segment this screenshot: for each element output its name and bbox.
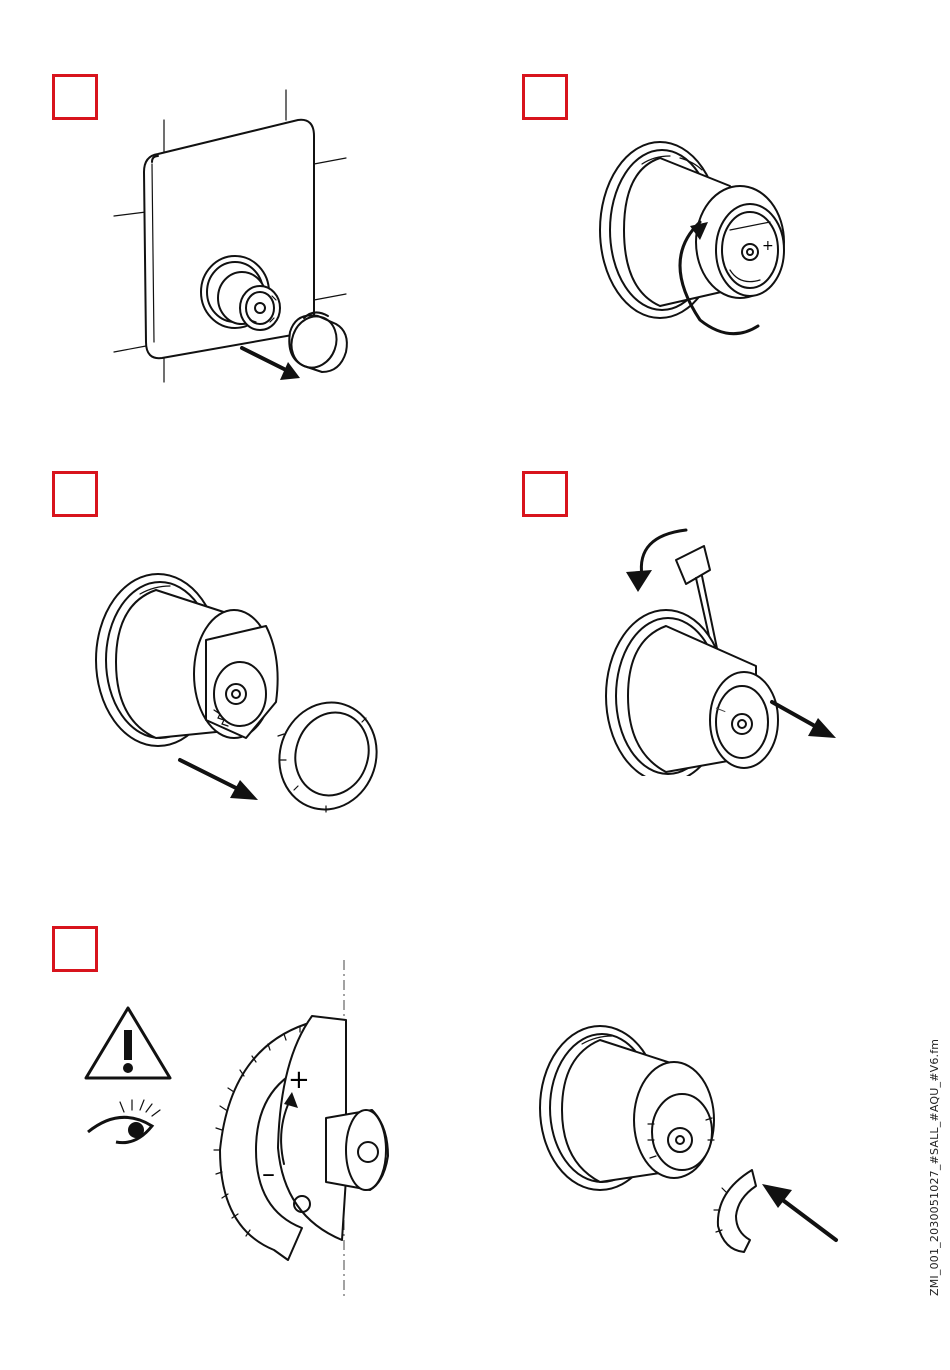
eye-icon [88, 1100, 160, 1143]
step-3-illustration [86, 570, 386, 820]
screwdriver-diagram [596, 516, 846, 776]
step-5-illustration: + – [80, 960, 400, 1300]
plus-mark: + [762, 238, 774, 254]
stop-ring-detail-diagram: + – [80, 960, 400, 1300]
remove-ring-diagram [86, 570, 386, 820]
cover-plate-diagram [100, 80, 370, 400]
document-reference: ZMI_001_2030051027_#SALL_#AQU_#V6.fm [928, 1039, 941, 1296]
step-4-illustration [596, 516, 846, 776]
step-6-illustration [530, 1020, 850, 1260]
step-1-illustration [100, 80, 370, 400]
step-1-marker [52, 74, 98, 120]
dial-minus-mark: – [262, 1159, 275, 1189]
dial-plus-mark: + [288, 1065, 310, 1095]
step-2-marker [522, 74, 568, 120]
step-2-illustration: + [590, 130, 800, 350]
warning-triangle-icon [86, 1008, 170, 1078]
step-4-marker [522, 471, 568, 517]
rotate-sleeve-diagram: + [590, 130, 800, 350]
insert-ring-diagram [530, 1020, 850, 1260]
step-3-marker [52, 471, 98, 517]
